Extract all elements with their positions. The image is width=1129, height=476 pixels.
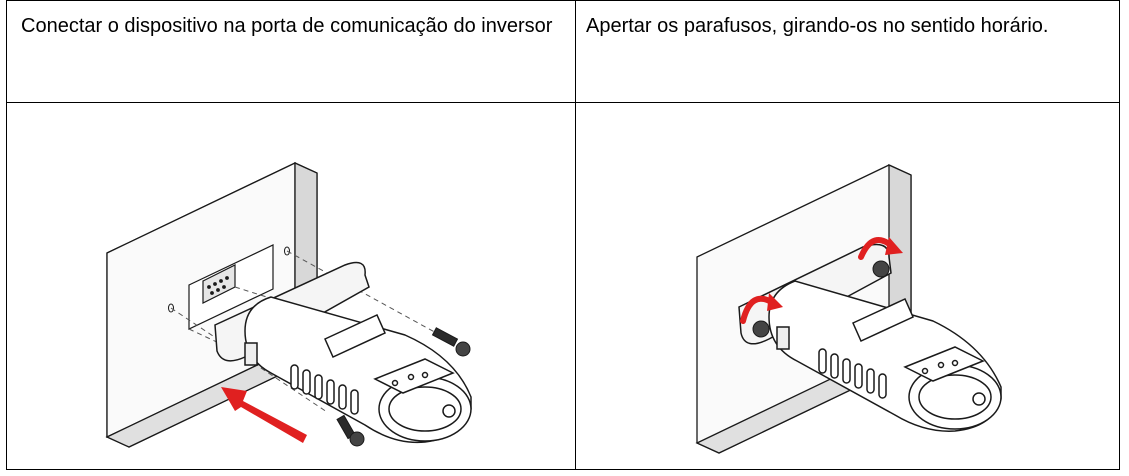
screw: [336, 414, 365, 447]
communication-device: [214, 261, 472, 444]
tighten-screws-illustration: [695, 163, 1002, 454]
screw-hole: [284, 246, 290, 256]
clockwise-rotation-arrow: [740, 293, 783, 324]
instruction-table: Conectar o dispositivo na porta de comun…: [6, 0, 1120, 470]
column-divider: [575, 1, 576, 469]
insert-direction-arrow: [221, 387, 307, 443]
step-1-instruction: Conectar o dispositivo na porta de comun…: [21, 15, 553, 37]
step-2-instruction: Apertar os parafusos, girando-os no sent…: [586, 15, 1049, 37]
screw-head: [752, 260, 890, 338]
communication-device: [738, 243, 1002, 432]
clockwise-rotation-arrow: [858, 236, 903, 260]
screw: [431, 327, 471, 357]
screw-hole: [168, 303, 174, 313]
row-divider: [7, 102, 1119, 103]
connect-device-illustration: [105, 161, 472, 448]
